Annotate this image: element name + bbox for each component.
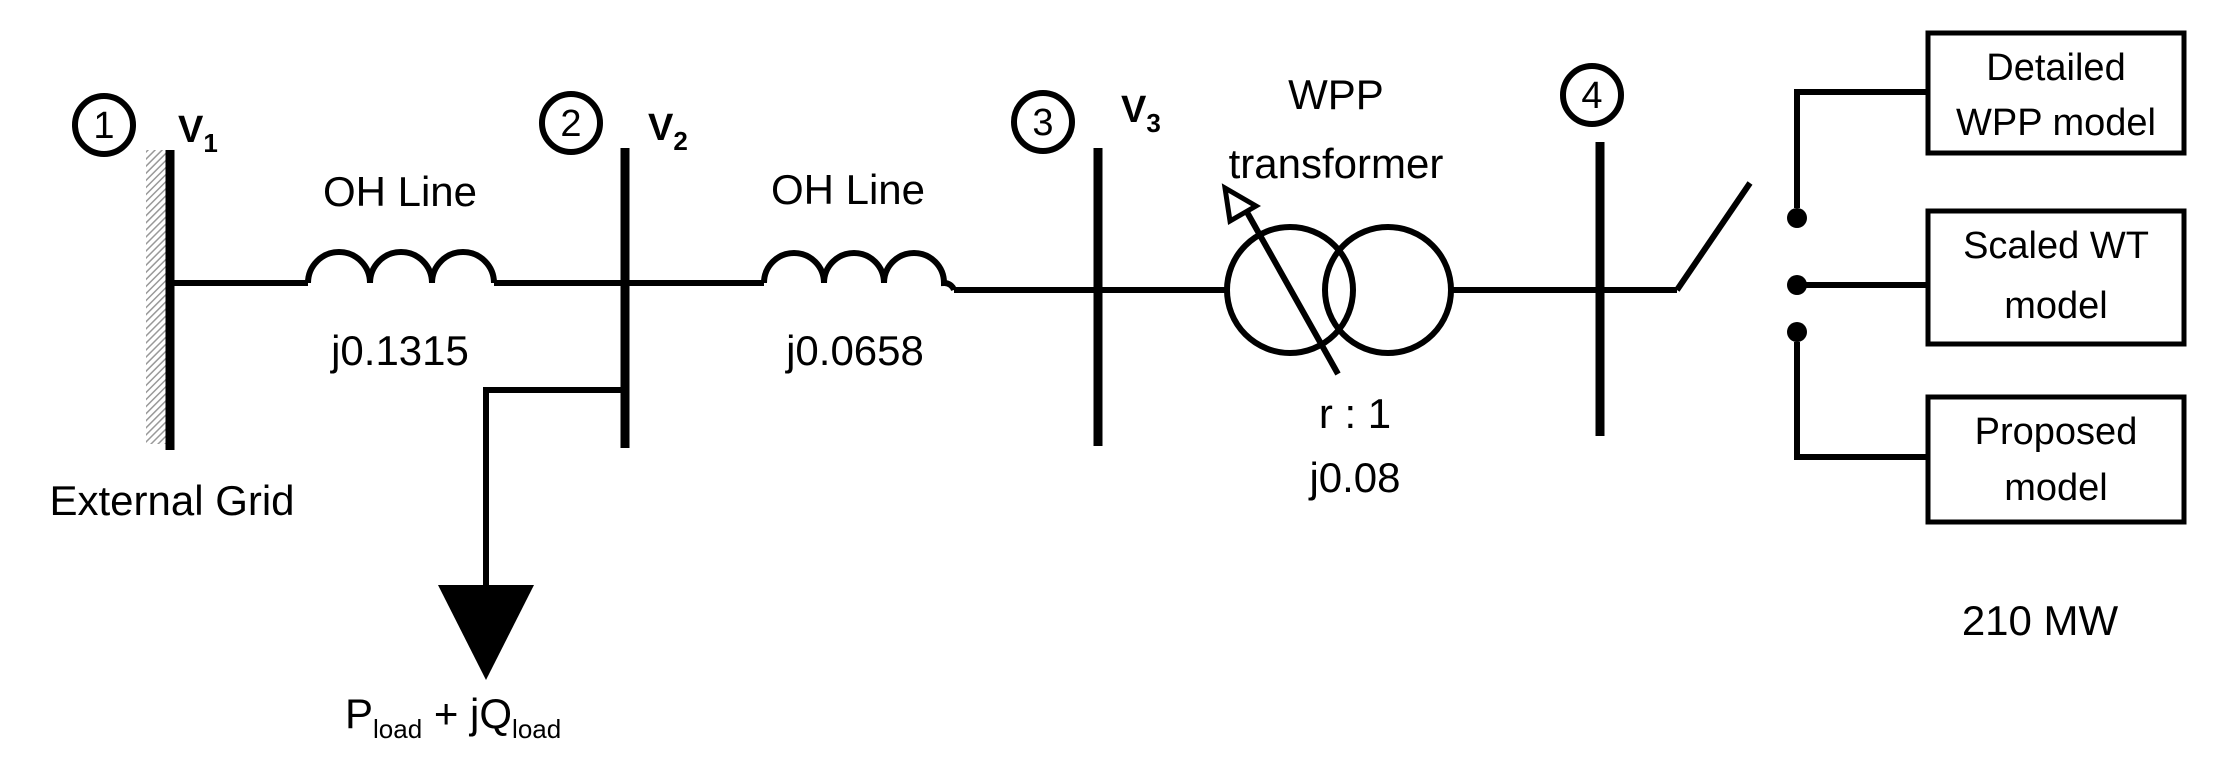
line-2-impedance: j0.0658: [784, 327, 924, 374]
model-1-connection: [1794, 89, 1928, 208]
bus-4-number: 4: [1581, 75, 1602, 117]
line-2-label: OH Line: [771, 166, 925, 213]
bus-1-voltage-label: V1: [178, 109, 218, 158]
external-grid-label: External Grid: [49, 477, 294, 524]
bus-3-number: 3: [1032, 102, 1053, 144]
transformer-title-line-2: transformer: [1229, 140, 1444, 187]
line-1-impedance: j0.1315: [329, 327, 469, 374]
transformer-primary-winding: [1224, 224, 1356, 356]
line-1-label: OH Line: [323, 168, 477, 215]
bus-1-marker: [72, 93, 136, 157]
transformer-secondary-winding: [1322, 224, 1454, 356]
model-2-label-line-2: model: [2004, 285, 2108, 327]
model-3-box[interactable]: [1925, 394, 2187, 525]
model-3-label-line-2: model: [2004, 467, 2108, 509]
model-1-box[interactable]: [1925, 30, 2187, 156]
model-2-label-line-1: Scaled WT: [1963, 225, 2149, 267]
switch-contact-bottom[interactable]: [1787, 322, 1807, 342]
bus-2-number: 2: [560, 103, 581, 145]
transformer-title-line-1: WPP: [1288, 71, 1384, 118]
model-3-connection: [1794, 342, 1928, 460]
bus-3-marker: [1011, 90, 1075, 154]
switch-contact-top[interactable]: [1787, 208, 1807, 228]
switch-blade[interactable]: [1674, 181, 1753, 292]
bus-1-number: 1: [93, 105, 114, 147]
bus-2-marker: [539, 91, 603, 155]
line-1-inductor-symbol: [305, 249, 497, 284]
model-1-label-line-1: Detailed: [1986, 47, 2125, 89]
external-grid-hatch: [146, 150, 168, 444]
bus-4-marker: [1560, 63, 1624, 127]
bus-2-voltage-label: V2: [648, 107, 688, 156]
model-2-box[interactable]: [1925, 208, 2187, 347]
line-2-inductor-symbol: [761, 250, 957, 292]
wpp-capacity: 210 MW: [1962, 597, 2119, 644]
model-1-label-line-2: WPP model: [1956, 102, 2156, 144]
load-arrow: [438, 585, 534, 680]
transformer-impedance: j0.08: [1307, 454, 1400, 501]
model-3-label-line-1: Proposed: [1975, 411, 2138, 453]
bus-3-voltage-label: V3: [1121, 89, 1161, 138]
load-label: Pload + jQload: [345, 690, 561, 744]
load-feeder: [483, 387, 625, 590]
transformer-tap-arrow-head: [1221, 183, 1261, 225]
transformer-tap-arrow-shaft: [1240, 203, 1341, 376]
transformer-ratio: r : 1: [1319, 390, 1391, 437]
